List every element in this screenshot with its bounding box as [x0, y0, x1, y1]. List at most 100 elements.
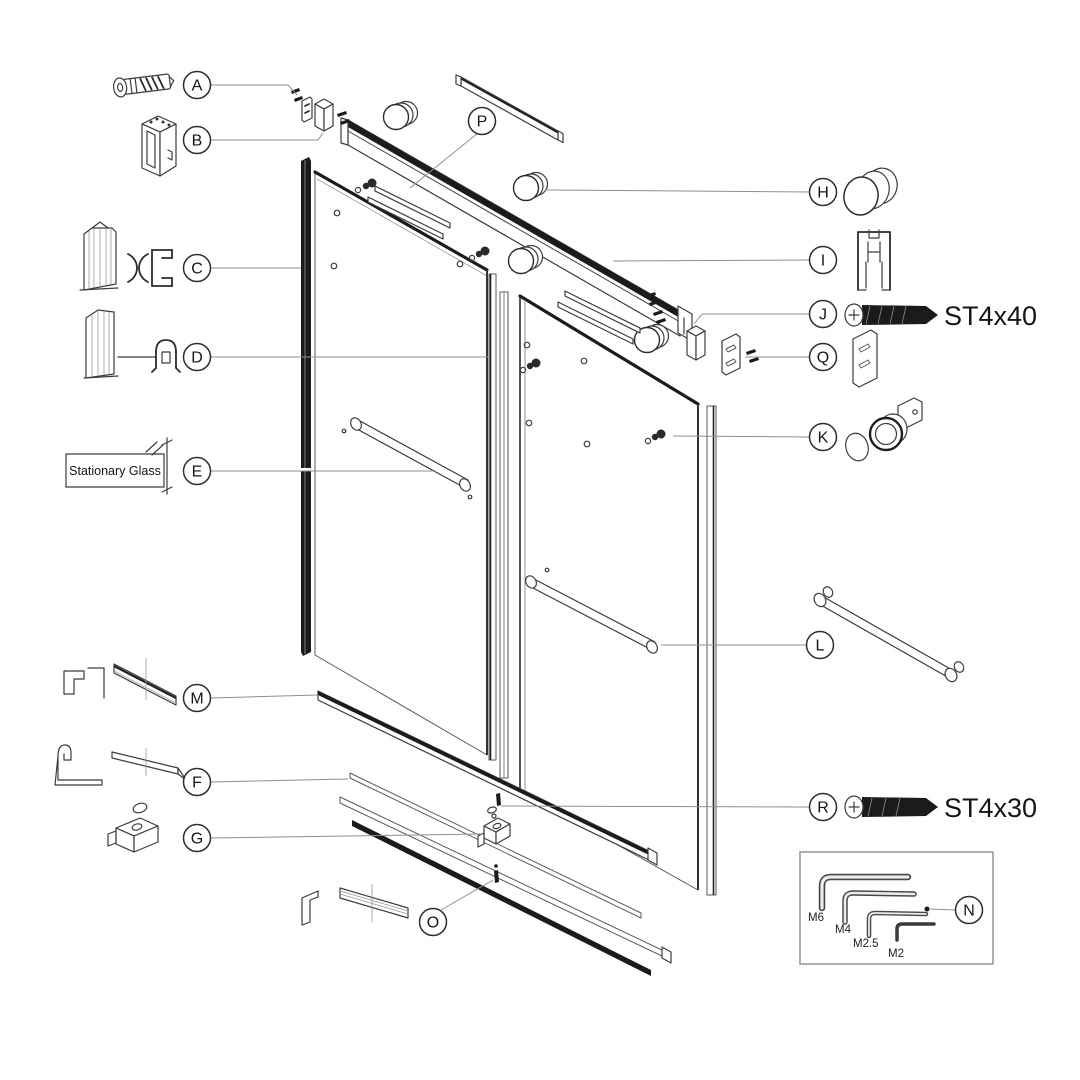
svg-text:F: F — [192, 775, 202, 792]
svg-text:H: H — [817, 185, 829, 202]
svg-text:J: J — [819, 307, 827, 324]
callout-m: M — [182, 683, 212, 713]
rail-cover-strip — [455, 74, 564, 144]
vertical-seal-strips — [488, 273, 509, 779]
svg-text:B: B — [192, 133, 203, 150]
panel-holes — [330, 209, 591, 573]
svg-text:I: I — [821, 253, 825, 270]
callout-a: A — [182, 70, 212, 100]
callout-e: E — [182, 456, 212, 486]
part-o-angle-glyph — [301, 890, 319, 926]
callout-c: C — [182, 253, 212, 283]
callout-i: I — [808, 245, 838, 275]
set-pin-r-target — [491, 793, 501, 819]
part-r-screw-glyph — [844, 795, 938, 819]
svg-text:E: E — [192, 464, 203, 481]
bumper-strips — [367, 185, 641, 345]
callout-r: R — [808, 792, 838, 822]
stationary-glass-label: Stationary Glass — [69, 464, 161, 478]
svg-text:Q: Q — [817, 350, 829, 367]
callout-h: H — [808, 177, 838, 207]
hex-key-m25-label: M2.5 — [853, 938, 879, 950]
screw-size-st4x40: ST4x40 — [944, 301, 1037, 331]
leader-f — [210, 778, 349, 783]
leader-dot-n — [924, 906, 930, 912]
part-c-wall-profile-glyph — [79, 221, 119, 291]
callout-f: F — [182, 767, 212, 797]
svg-text:P: P — [477, 114, 488, 131]
part-j-screw-glyph — [844, 303, 938, 327]
stationary-door-handle — [349, 417, 472, 492]
part-h-roller-glyph — [843, 167, 898, 216]
callout-g: G — [182, 823, 212, 853]
callout-p: P — [467, 106, 497, 136]
svg-text:O: O — [427, 915, 439, 932]
set-pin-o-target — [494, 864, 499, 883]
leader-a — [211, 84, 298, 96]
svg-text:M: M — [190, 691, 203, 708]
callout-l: L — [805, 630, 835, 660]
part-m-rail-glyph — [113, 658, 177, 706]
svg-text:K: K — [818, 430, 829, 447]
svg-text:G: G — [191, 831, 203, 848]
part-g-guide-glyph — [107, 802, 159, 853]
leader-n — [929, 908, 956, 911]
wall-profile-strip — [299, 157, 312, 656]
leader-h — [546, 189, 810, 193]
part-a-wall-anchor — [112, 73, 175, 98]
part-d-clip-glyph — [117, 339, 181, 373]
roller-right — [633, 323, 670, 354]
floor-guide-clamp — [477, 806, 511, 848]
callout-d: D — [182, 342, 212, 372]
leader-i — [612, 259, 810, 262]
part-f-profile-glyph — [54, 744, 103, 786]
part-k-roller-assembly-glyph — [845, 397, 923, 462]
leader-r — [500, 805, 810, 808]
svg-text:N: N — [963, 903, 975, 920]
leader-p — [409, 132, 479, 189]
svg-text:A: A — [192, 78, 203, 95]
callout-q: Q — [808, 342, 838, 372]
part-b-mount-bracket — [141, 115, 177, 177]
leader-k — [672, 435, 810, 438]
leader-j — [693, 313, 809, 325]
panel-screws — [354, 178, 666, 445]
leader-lines — [210, 84, 956, 911]
sliding-door-handle — [524, 575, 659, 654]
callout-b: B — [182, 125, 212, 155]
bottom-track-rails — [317, 690, 672, 976]
roller-h-target — [512, 171, 549, 202]
leader-g — [210, 833, 483, 839]
roller-mid — [507, 244, 544, 275]
hex-key-m6-label: M6 — [808, 912, 824, 924]
stationary-glass-callout: Stationary Glass — [65, 437, 173, 495]
callout-o: O — [418, 907, 448, 937]
top-right-bracket-hardware — [646, 292, 759, 376]
part-l-handle-glyph — [813, 586, 965, 683]
svg-text:D: D — [191, 350, 203, 367]
svg-text:C: C — [191, 261, 203, 278]
part-m-channel-glyph — [63, 667, 105, 699]
leader-b — [211, 132, 324, 141]
hex-key-m4-label: M4 — [835, 924, 852, 936]
part-d-profile-glyph — [83, 309, 119, 379]
roller-top-left — [382, 100, 419, 131]
top-left-bracket-hardware — [291, 88, 350, 132]
part-o-rail-glyph — [339, 884, 409, 922]
part-c-seal-section-glyph — [127, 249, 173, 287]
part-f-sill-glyph — [111, 748, 187, 781]
part-q-plate-glyph — [852, 329, 878, 388]
part-i-profile-glyph — [857, 229, 891, 291]
right-seal-strip — [706, 405, 717, 896]
svg-text:L: L — [816, 638, 825, 655]
screw-size-st4x30: ST4x30 — [944, 793, 1037, 823]
sliding-glass-panel — [518, 294, 700, 891]
stationary-glass-panel — [313, 170, 489, 756]
hex-key-m2-label: M2 — [888, 948, 904, 960]
callout-k: K — [808, 422, 838, 452]
callout-n: N — [954, 895, 984, 925]
leader-m — [210, 694, 319, 699]
svg-text:R: R — [817, 800, 829, 817]
